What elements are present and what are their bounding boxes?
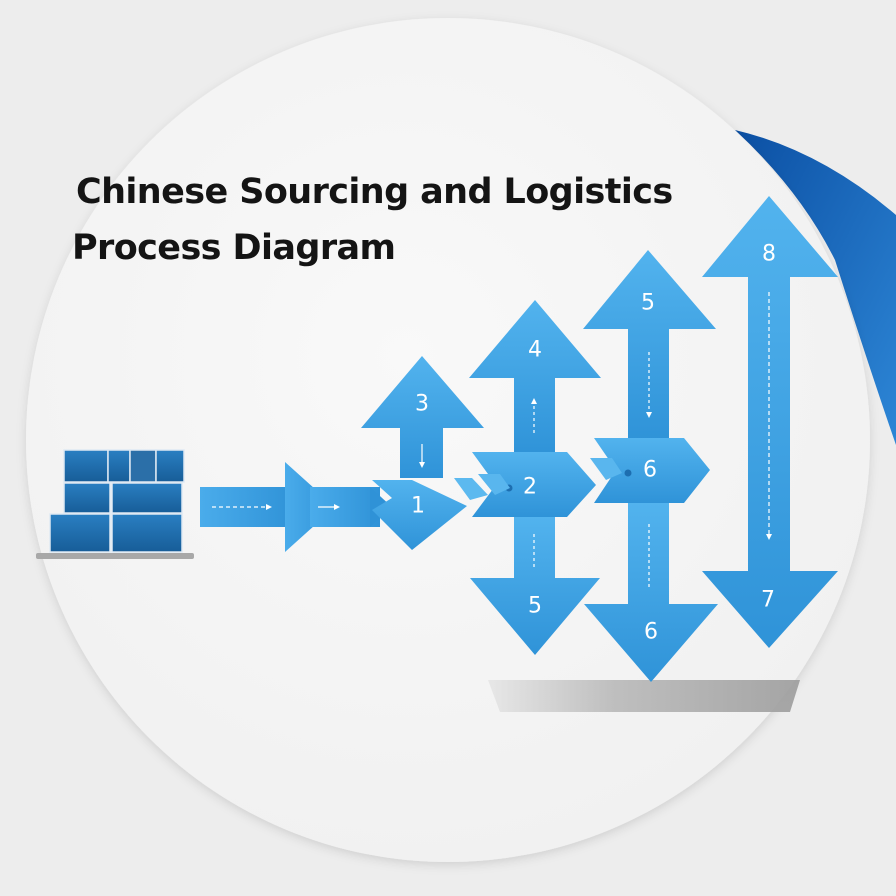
step-4-label: 4 [528,338,542,363]
step-2-label: 2 [523,475,537,500]
background-circle [26,18,870,862]
platform-shelf [488,680,800,712]
step-5-bottom-label: 5 [528,594,542,619]
step-6-mid-label: 6 [643,458,657,483]
arrow-up-step-5 [583,250,716,440]
arrow-down-step-6 [584,503,718,682]
arrow-up-step-4 [469,300,601,455]
chevron-step-1 [372,478,488,550]
arrow-down-step-5 [470,517,600,655]
step-6-bottom-label: 6 [644,620,658,645]
stacked-crates-icon [36,449,194,559]
step-8-label: 8 [762,242,776,267]
step-5-top-label: 5 [641,291,655,316]
diagram-title-line-2: Process Diagram [72,228,396,268]
chevron-step-2 [472,452,596,517]
chevron-step-6 [590,438,710,503]
arrow-up-step-3 [361,356,484,478]
step-3-label: 3 [415,392,429,417]
diagram-title-line-1: Chinese Sourcing and Logistics [76,172,673,212]
accent-swoosh [735,130,896,445]
step-1-label: 1 [411,494,425,519]
flow-arrow-horizontal [200,462,392,552]
double-arrow-step-8-7 [702,196,838,648]
step-7-label: 7 [761,588,775,613]
